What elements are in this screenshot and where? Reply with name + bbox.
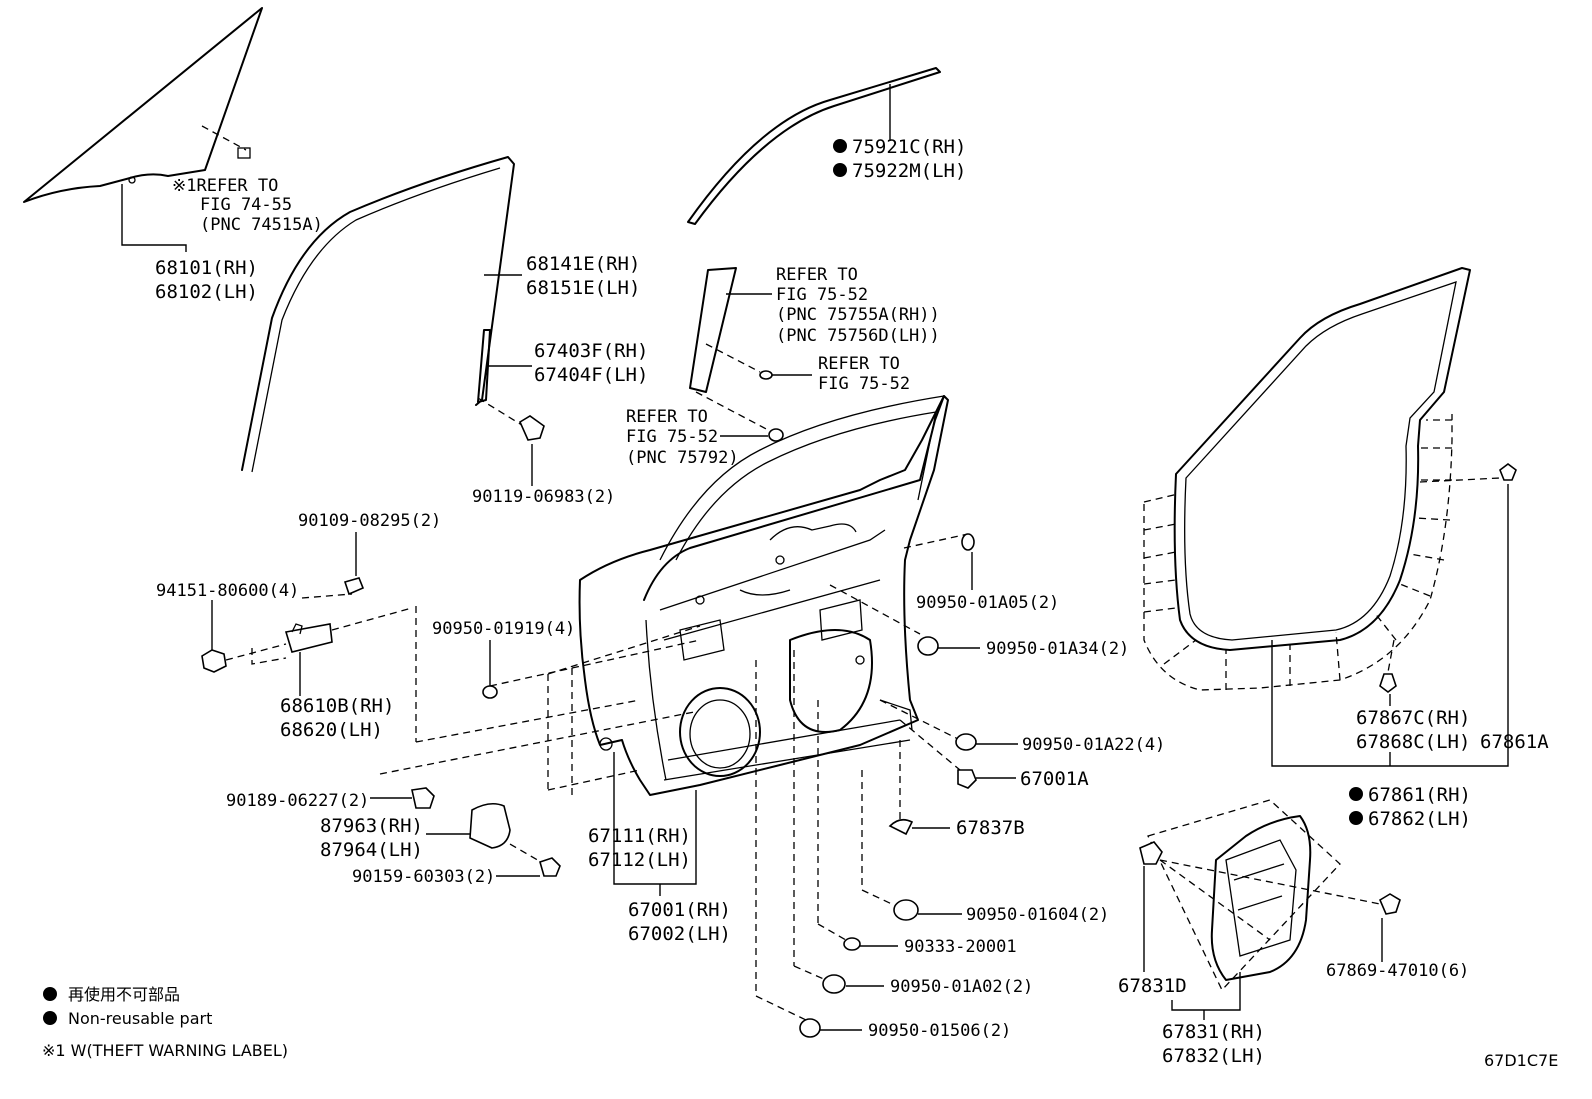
callout-ref-75-52-2: FIG 75-52 [818,374,910,394]
bolt-08295 [301,532,365,599]
callout-plug-01604: 90950-01604(2) [966,905,1109,925]
callout-ref-75792-3: (PNC 75792) [626,448,739,468]
callout-glass-ref-2: FIG 74-55 [200,195,292,215]
bolt-80600 [201,600,287,673]
plug-01a02 [822,974,884,994]
legend: 再使用不可部品 Non-reusable part ※1 W(THEFT WAR… [42,985,288,1060]
plug-01a34 [917,636,980,656]
callout-molding-lh: 75922M(LH) [852,160,966,182]
labels: ※1REFER TO FIG 74-55 (PNC 74515A) 68101(… [155,136,1549,1067]
callout-plug-01506: 90950-01506(2) [868,1021,1011,1041]
callout-hinge-lh: 68620(LH) [280,719,383,741]
callout-service-hole-lh: 67832(LH) [1162,1045,1265,1067]
callout-panel-sub-rh: 67111(RH) [588,825,691,847]
frame-molding [689,267,812,442]
callout-run-channel-rh: 68141E(RH) [526,253,640,275]
plug-20001 [843,937,898,951]
callout-weather-strip-a-lh: 67868C(LH) [1356,731,1470,753]
callout-plug-67001a: 67001A [1020,768,1089,790]
nonreusable-bullet-icon [833,163,847,177]
clip-67837b [888,818,950,836]
callout-plug-01a34: 90950-01A34(2) [986,639,1129,659]
nonreusable-bullet-icon [43,1011,57,1025]
channel-piece [477,329,532,403]
weather-strip [1143,267,1517,767]
service-hole-cover [1139,799,1401,1020]
callout-weather-strip-rh: 67861(RH) [1368,784,1471,806]
nonreusable-bullet-icon [1349,811,1363,825]
callout-bolt-06983: 90119-06983(2) [472,487,615,507]
plug-67001a [957,769,1016,789]
diagram-id: 67D1C7E [1484,1051,1558,1070]
run-channel [241,156,522,473]
hinge [251,607,413,696]
hole-plug-01919 [482,640,498,699]
callout-molding-rh: 75921C(RH) [852,136,966,158]
callout-clip-67861a: 67861A [1480,731,1549,753]
callout-bracket-rh: 87963(RH) [320,815,423,837]
screw-06227 [370,787,435,809]
callout-clip-67831d: 67831D [1118,975,1187,997]
door-panel [578,395,949,796]
callout-plug-01a05: 90950-01A05(2) [916,593,1059,613]
callout-panel-assy-lh: 67002(LH) [628,923,731,945]
callout-ref-75755-3: (PNC 75755A(RH)) [776,305,940,325]
callout-plug-01a02: 90950-01A02(2) [890,977,1033,997]
callout-run-channel-lh: 68151E(LH) [526,277,640,299]
callout-panel-assy-rh: 67001(RH) [628,899,731,921]
callout-hinge-rh: 68610B(RH) [280,695,394,717]
callout-ref-75-52-1: REFER TO [818,354,900,374]
nonreusable-bullet-icon [833,139,847,153]
callout-bolt-08295: 90109-08295(2) [298,511,441,531]
callout-channel-piece-lh: 67404F(LH) [534,364,648,386]
callout-screw-60303: 90159-60303(2) [352,867,495,887]
legend-jp: 再使用不可部品 [68,985,180,1004]
callout-plug-20001: 90333-20001 [904,937,1017,957]
legend-note1: ※1 W(THEFT WARNING LABEL) [42,1041,288,1060]
callout-glass-ref-3: (PNC 74515A) [200,215,323,235]
plug-01604 [893,899,962,921]
callout-ref-75755-4: (PNC 75756D(LH)) [776,326,940,346]
callout-plug-01a22: 90950-01A22(4) [1022,735,1165,755]
callout-weather-strip-lh: 67862(LH) [1368,808,1471,830]
nonreusable-bullet-icon [43,987,57,1001]
callout-ref-75755-1: REFER TO [776,265,858,285]
belt-molding [687,67,941,225]
plug-01a05 [961,533,975,590]
bracket-87963 [426,802,549,867]
callout-clip-47010: 67869-47010(6) [1326,961,1469,981]
callout-hole-01919: 90950-01919(4) [432,619,575,639]
callout-ref-75792-1: REFER TO [626,407,708,427]
nonreusable-bullet-icon [1349,787,1363,801]
callout-weather-strip-a-rh: 67867C(RH) [1356,707,1470,729]
callout-glass-ref-1: ※1REFER TO [172,176,278,196]
callout-bracket-lh: 87964(LH) [320,839,423,861]
callout-bolt-80600: 94151-80600(4) [156,581,299,601]
callout-clip-67837b: 67837B [956,817,1025,839]
panel-dash-lines [379,533,969,1021]
bolt-06983 [477,397,545,486]
callout-glass-rh: 68101(RH) [155,257,258,279]
callout-ref-75755-2: FIG 75-52 [776,285,868,305]
screw-60303 [496,857,561,877]
callout-screw-06227: 90189-06227(2) [226,791,369,811]
callout-channel-piece-rh: 67403F(RH) [534,340,648,362]
plug-01a22 [955,733,1018,751]
callout-glass-lh: 68102(LH) [155,281,258,303]
callout-panel-sub-lh: 67112(LH) [588,849,691,871]
callout-ref-75792-2: FIG 75-52 [626,427,718,447]
legend-en: Non-reusable part [68,1009,212,1028]
callout-service-hole-rh: 67831(RH) [1162,1021,1265,1043]
door-glass [23,7,263,252]
plug-01506 [799,1018,862,1038]
